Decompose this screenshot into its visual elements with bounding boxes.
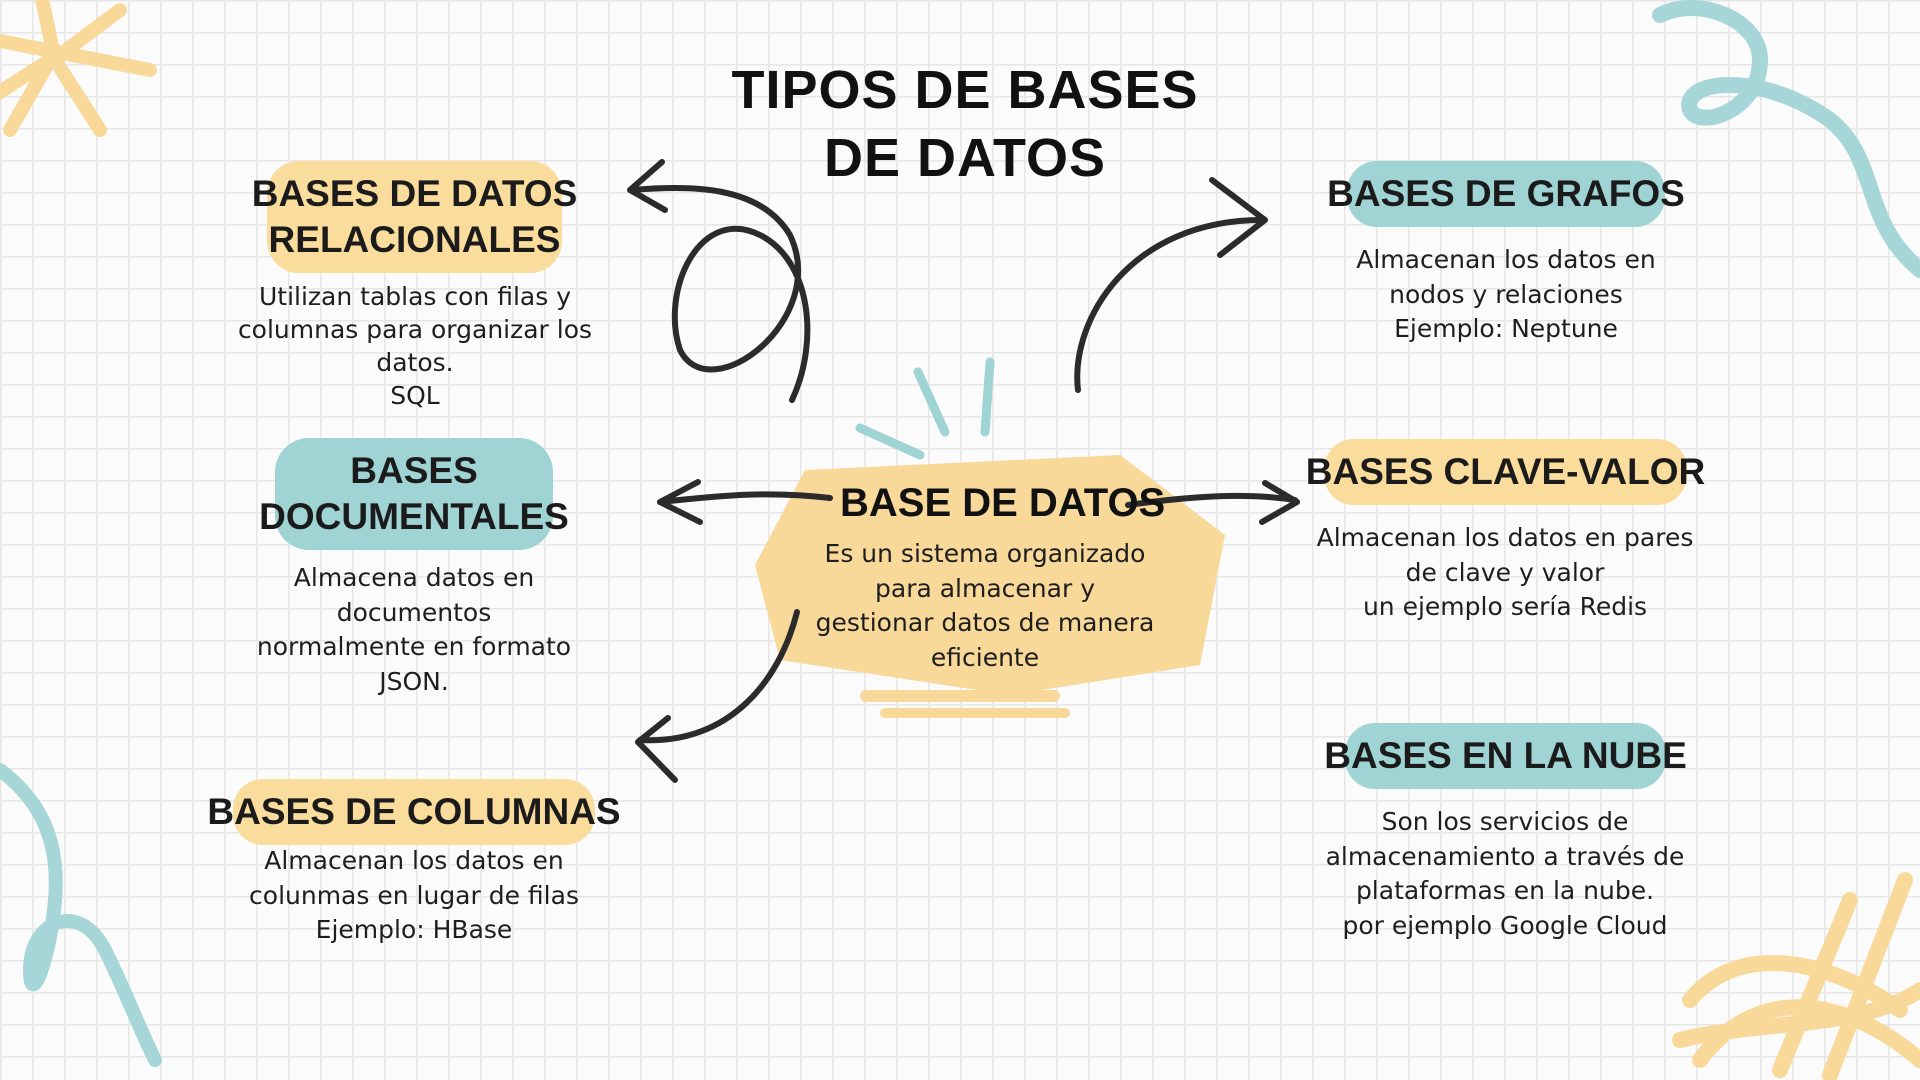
node-relacionales-line-3: datos. (376, 348, 454, 377)
arrow-to-relacionales (629, 184, 811, 403)
node-nube-line-3: plataformas en la nube. (1355, 876, 1655, 905)
node-clave-valor-description: Almacenan los datos en pares de clave y … (1290, 521, 1720, 625)
arrowhead-columnas (635, 715, 678, 783)
node-grafos-line-3: Ejemplo: Neptune (1394, 314, 1618, 343)
center-line-3: gestionar datos de manera (815, 608, 1155, 637)
center-description: Es un sistema organizado para almacenar … (790, 537, 1180, 675)
node-relacionales-line-4: SQL (390, 381, 440, 410)
arrowhead-documentales (657, 479, 703, 525)
center-heading: BASE DE DATOS (840, 481, 1166, 525)
node-documentales-line-3: normalmente en formato (256, 632, 572, 661)
arrow-to-documentales (657, 491, 833, 505)
node-relacionales-heading-line-1: BASES DE DATOS (251, 173, 578, 214)
node-columnas-line-1: Almacenan los datos en (264, 846, 564, 875)
node-relacionales-line-2: columnas para organizar los (237, 315, 593, 344)
node-documentales-line-4: JSON. (379, 666, 449, 696)
arrowhead-grafos (1209, 177, 1268, 258)
center-line-1: Es un sistema organizado (824, 539, 1146, 568)
node-documentales-line-1: Almacena datos en (293, 563, 535, 592)
node-columnas-heading: BASES DE COLUMNAS (207, 779, 621, 845)
node-relacionales-heading-line-2: RELACIONALES (268, 219, 561, 260)
node-documentales-heading-line-1: BASES (350, 450, 478, 491)
arrow-to-clave-valor (1125, 492, 1298, 508)
node-clave-valor-line-1: Almacenan los datos en pares (1316, 523, 1694, 552)
node-columnas-line-3: Ejemplo: HBase (315, 915, 513, 944)
node-grafos-line-1: Almacenan los datos en (1356, 245, 1656, 274)
center-line-4: eficiente (930, 642, 1040, 672)
node-columnas-heading-text: BASES DE COLUMNAS (207, 791, 621, 832)
arrowhead-clave-valor (1259, 480, 1300, 525)
node-nube-line-1: Son los servicios de (1381, 807, 1629, 836)
arrowhead-relacionales (627, 159, 668, 213)
node-relacionales-description: Utilizan tablas con filas y columnas par… (225, 280, 605, 412)
node-documentales-line-2: documentos (336, 597, 492, 627)
node-grafos-heading: BASES DE GRAFOS (1327, 161, 1685, 227)
node-clave-valor-line-3: un ejemplo sería Redis (1362, 592, 1648, 621)
node-grafos-line-2: nodos y relaciones (1389, 279, 1623, 309)
node-nube-line-2: almacenamiento a través de (1325, 841, 1685, 871)
node-nube-line-4: por ejemplo Google Cloud (1342, 910, 1668, 940)
node-clave-valor-heading-text: BASES CLAVE-VALOR (1305, 451, 1706, 492)
page-title-line-2: DE DATOS (823, 128, 1107, 188)
node-documentales-heading: BASES DOCUMENTALES (259, 438, 569, 550)
node-relacionales-line-1: Utilizan tablas con filas y (258, 282, 571, 311)
node-clave-valor-line-2: de clave y valor (1405, 557, 1605, 587)
node-documentales-heading-line-2: DOCUMENTALES (259, 496, 569, 537)
node-grafos-heading-text: BASES DE GRAFOS (1327, 173, 1685, 214)
yellow-scribble-doodle (1672, 872, 1920, 1080)
node-relacionales-heading: BASES DE DATOS RELACIONALES (252, 161, 577, 273)
node-nube-description: Son los servicios de almacenamiento a tr… (1300, 805, 1710, 943)
node-nube-heading-text: BASES EN LA NUBE (1324, 735, 1687, 776)
teal-loop-doodle-bottom (0, 763, 162, 1067)
page-title: TIPOS DE BASES DE DATOS (730, 56, 1200, 192)
arrow-to-grafos (1074, 217, 1265, 393)
node-nube-heading: BASES EN LA NUBE (1324, 723, 1687, 789)
node-columnas-line-2: colunmas en lugar de filas (249, 880, 579, 910)
teal-loop-doodle (1652, 0, 1920, 278)
node-columnas-description: Almacenan los datos en colunmas en lugar… (214, 844, 614, 948)
page-title-line-1: TIPOS DE BASES (731, 60, 1199, 120)
center-line-2: para almacenar y (875, 573, 1095, 603)
node-grafos-description: Almacenan los datos en nodos y relacione… (1306, 243, 1706, 347)
node-clave-valor-heading: BASES CLAVE-VALOR (1306, 439, 1705, 505)
node-documentales-description: Almacena datos en documentos normalmente… (224, 561, 604, 699)
center-highlight (755, 455, 1225, 718)
accent-strokes (855, 357, 995, 460)
yellow-star-doodle (0, 0, 157, 137)
arrow-to-columnas (637, 609, 800, 744)
